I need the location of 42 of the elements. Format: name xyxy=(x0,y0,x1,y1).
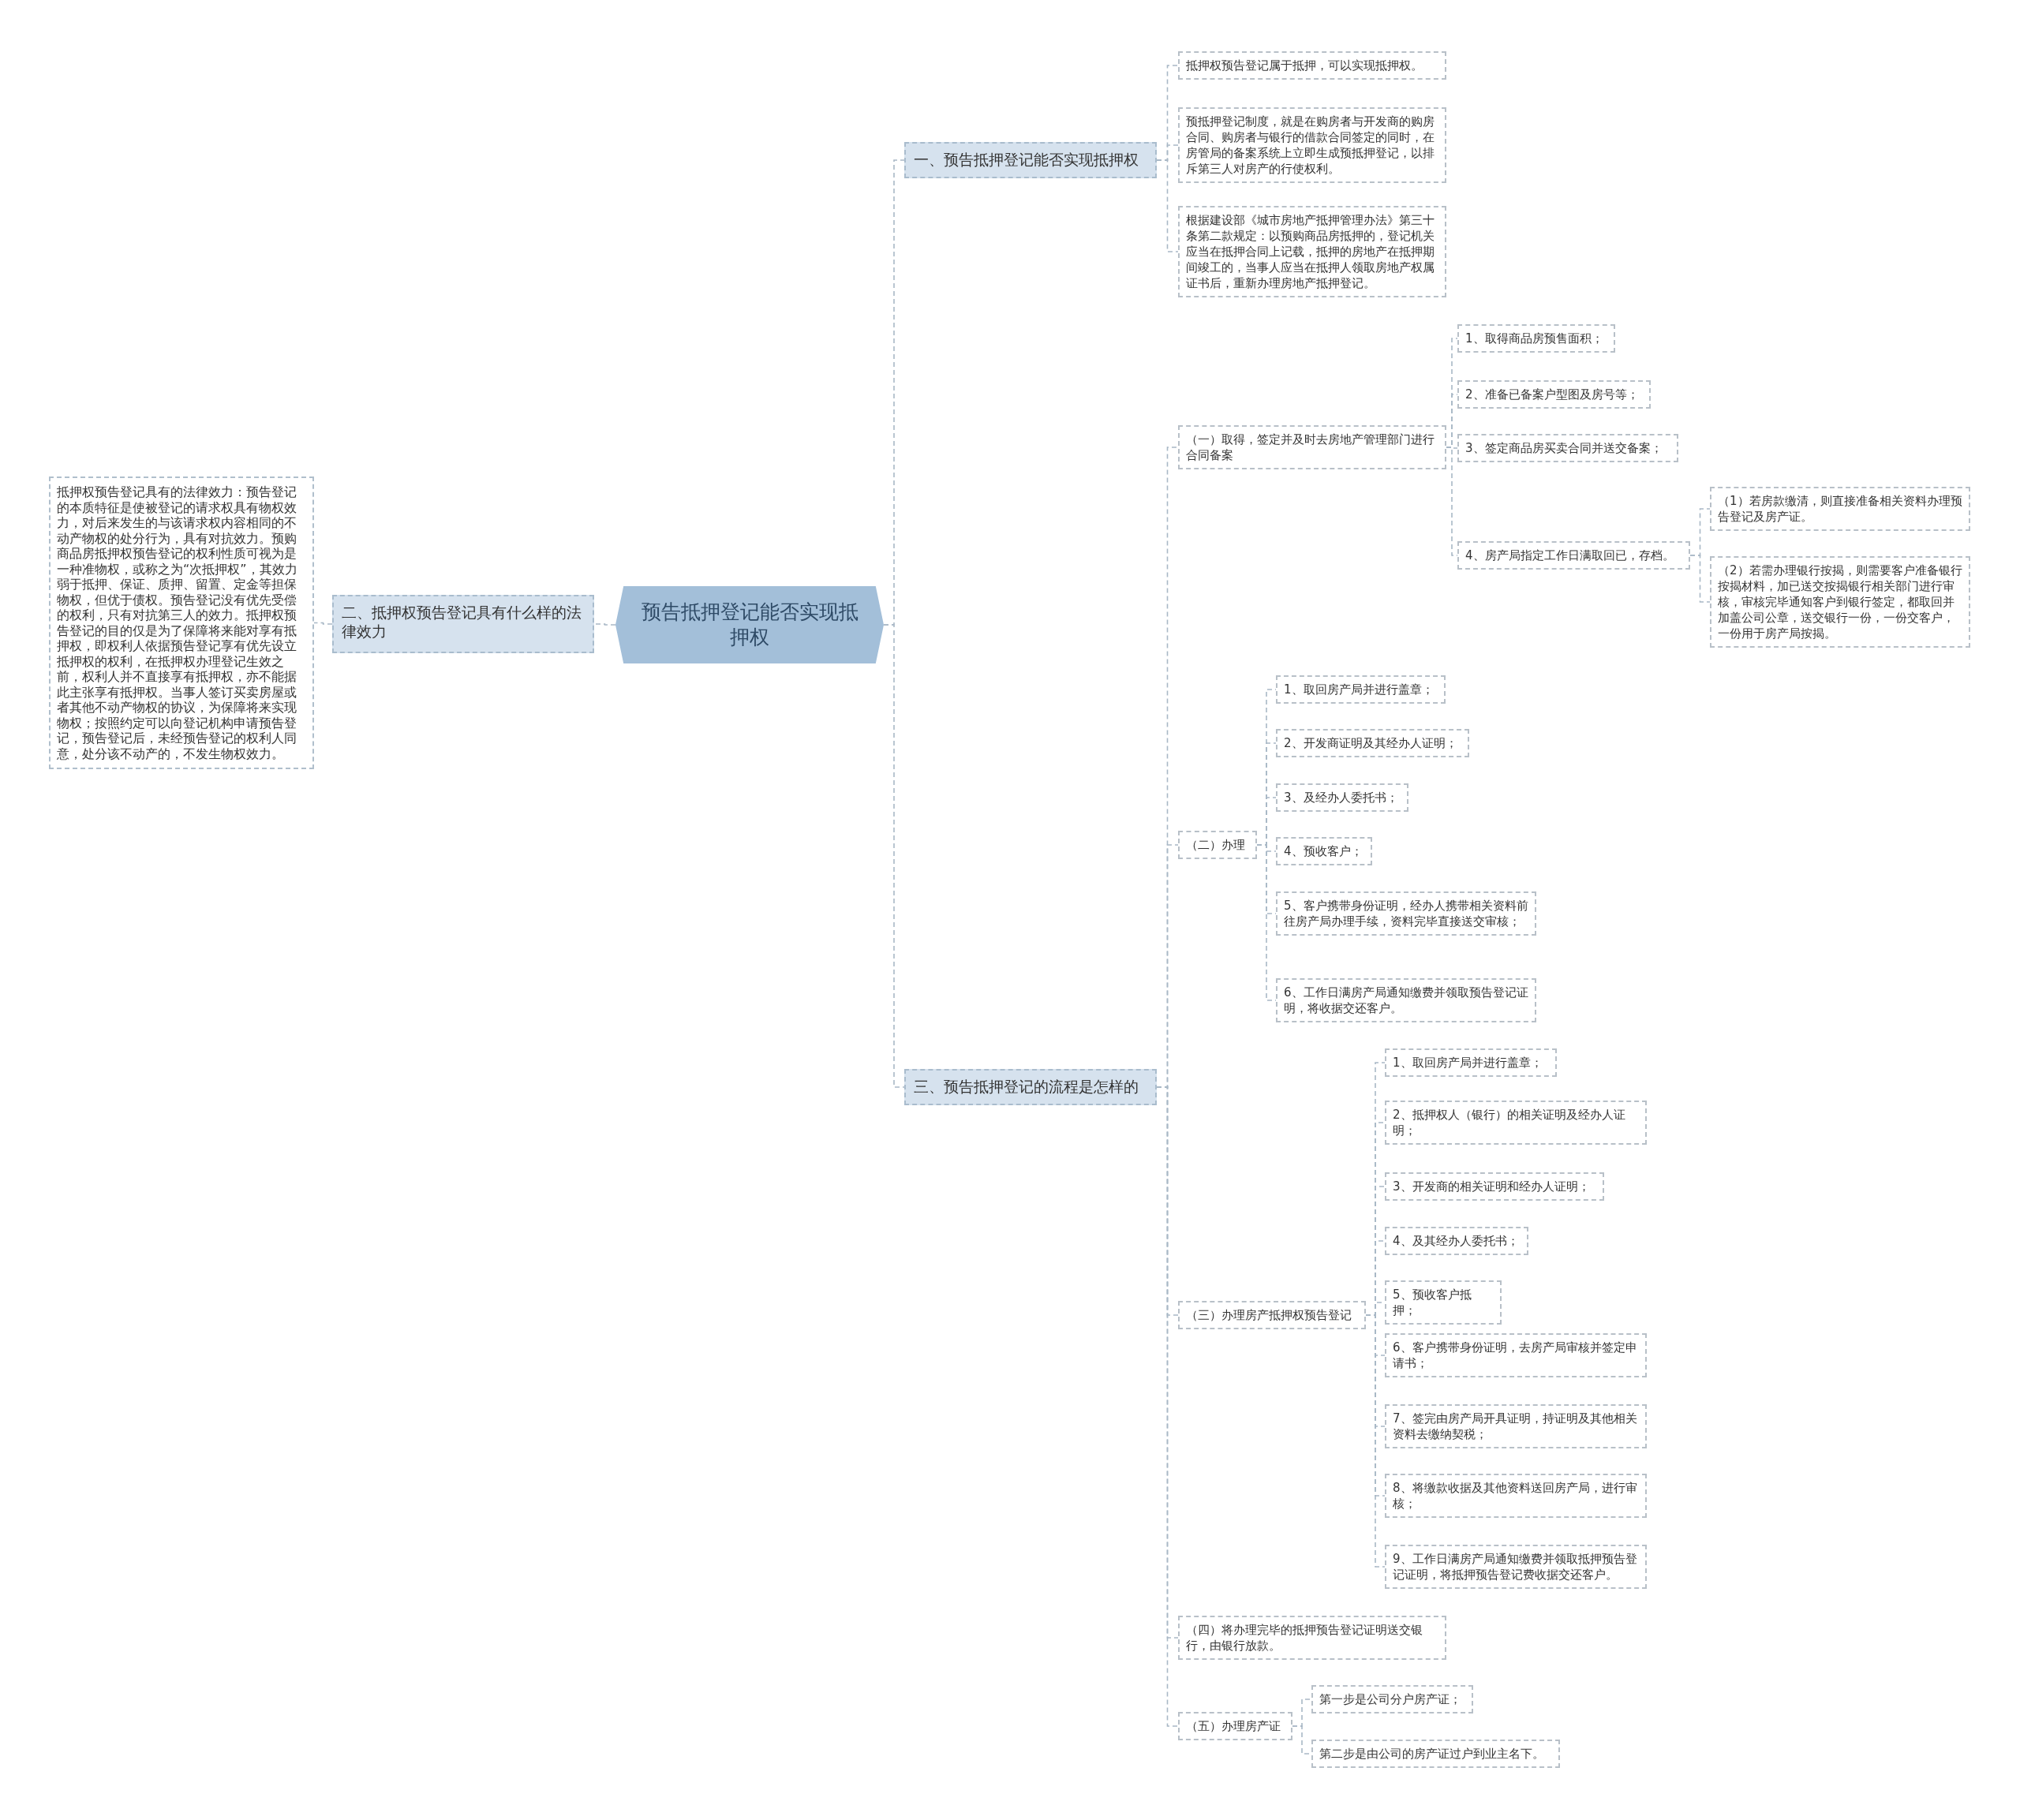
connector-line xyxy=(1156,159,1179,252)
subtopic-box: （2）若需办理银行按揭，则需要客户准备银行按揭材料，加已送交按揭银行相关部门进行审核，审核完毕通知客户到银行签定，都取回并加盖公司公章，送交银行一份，一份交客户，一份用于房产局按揭。 xyxy=(1710,556,1970,648)
subtopic-box: 3、及经办人委托书； xyxy=(1276,783,1408,812)
branch-topic-box: 二、抵押权预告登记具有什么样的法律效力 xyxy=(332,595,594,653)
subtopic-box: 7、签完由房产局开具证明，持证明及其他相关资料去缴纳契税； xyxy=(1385,1404,1647,1448)
subtopic-box: 2、开发商证明及其经办人证明； xyxy=(1276,729,1469,757)
subtopic-box: 2、准备已备案户型图及房号等； xyxy=(1457,380,1651,409)
subtopic-box: 6、客户携带身份证明，去房产局审核并签定申请书； xyxy=(1385,1333,1647,1377)
branch-topic-box: 三、预告抵押登记的流程是怎样的 xyxy=(904,1069,1157,1105)
connector-line xyxy=(593,623,616,626)
subtopic-box: 4、房产局指定工作日满取回已，存档。 xyxy=(1457,541,1690,570)
connector-line xyxy=(883,624,905,1088)
subtopic-box: 2、抵押权人（银行）的相关证明及经办人证明； xyxy=(1385,1101,1647,1145)
subtopic-box: 预抵押登记制度，就是在购房者与开发商的购房合同、购房者与银行的借款合同签定的同时，在房管局的备案系统上立即生成预抵押登记，以排斥第三人对房产的行使权利。 xyxy=(1178,107,1446,183)
subtopic-box: 4、及其经办人委托书； xyxy=(1385,1227,1528,1255)
subtopic-box: 3、签定商品房买卖合同并送交备案； xyxy=(1457,434,1678,462)
subtopic-box: 1、取得商品房预售面积； xyxy=(1457,324,1615,353)
connector-line xyxy=(1689,555,1711,603)
subtopic-box: 5、客户携带身份证明，经办人携带相关资料前往房产局办理手续，资料完毕直接送交审核； xyxy=(1276,891,1536,936)
subtopic-box: 5、预收客户抵押； xyxy=(1385,1280,1502,1325)
connector-line xyxy=(313,622,333,625)
branch-topic-box: 一、预告抵押登记能否实现抵押权 xyxy=(904,142,1157,178)
subtopic-box: 第二步是由公司的房产证过户到业主名下。 xyxy=(1311,1740,1560,1768)
text-box: 抵押权预告登记具有的法律效力：预告登记的本质特征是使被登记的请求权具有物权效力，对后来发生的与该请求权内容相同的不动产物权的处分行为，具有对抗效力。预购商品房抵押权预告登记的权利性质可视为是一种准物权，或称之为“次抵押权”，其效力弱于抵押、保证、质押、留置、定金等担保物权，但优于债权。预告登记没有优先受偿的权利，只有对抗第三人的效力。抵押权预告登记的目的仅是为了保障将来能对享有抵押权，即权利人依据预告登记享有优先设立抵押权的权利，在抵押权办理登记生效之前，权利人并不直接享有抵押权，亦不能据此主张享有抵押权。当事人签订买卖房屋或者其他不动产物权的协议，为保障将来实现物权；按照约定可以向登记机构申请预告登记，预告登记后，未经预告登记的权利人同意，处分该不动产的，不发生物权效力。 xyxy=(49,476,314,769)
subtopic-box: （四）将办理完毕的抵押预告登记证明送交银行，由银行放款。 xyxy=(1178,1616,1446,1660)
subtopic-box: （二）办理 xyxy=(1178,831,1257,859)
subtopic-box: （三）办理房产抵押权预告登记 xyxy=(1178,1301,1366,1329)
subtopic-box: （五）办理房产证 xyxy=(1178,1712,1292,1740)
subtopic-box: （1）若房款缴清，则直接准备相关资料办理预告登记及房产证。 xyxy=(1710,487,1970,531)
subtopic-box: 1、取回房产局并进行盖章； xyxy=(1276,675,1446,704)
subtopic-box: 第一步是公司分户房产证； xyxy=(1311,1685,1473,1713)
subtopic-box: 3、开发商的相关证明和经办人证明； xyxy=(1385,1172,1604,1201)
central-topic-box: 预告抵押登记能否实现抵押权 xyxy=(615,586,884,663)
subtopic-box: 9、工作日满房产局通知缴费并领取抵押预告登记证明，将抵押预告登记费收据交还客户。 xyxy=(1385,1545,1647,1589)
subtopic-box: 抵押权预告登记属于抵押，可以实现抵押权。 xyxy=(1178,51,1446,80)
subtopic-box: 1、取回房产局并进行盖章； xyxy=(1385,1048,1557,1077)
subtopic-box: （一）取得，签定并及时去房地产管理部门进行合同备案 xyxy=(1178,425,1446,469)
subtopic-box: 6、工作日满房产局通知缴费并领取预告登记证明，将收据交还客户。 xyxy=(1276,978,1536,1022)
subtopic-box: 4、预收客户； xyxy=(1276,837,1372,865)
connector-line xyxy=(1365,1314,1386,1568)
subtopic-box: 8、将缴款收据及其他资料送回房产局，进行审核； xyxy=(1385,1474,1647,1518)
subtopic-box: 根据建设部《城市房地产抵押管理办法》第三十条第二款规定：以预购商品房抵押的，登记机关应当在抵押合同上记载，抵押的房地产在抵押期间竣工的，当事人应当在抵押人领取房地产权属证书后，重新办理房地产抵押登记。 xyxy=(1178,206,1446,297)
